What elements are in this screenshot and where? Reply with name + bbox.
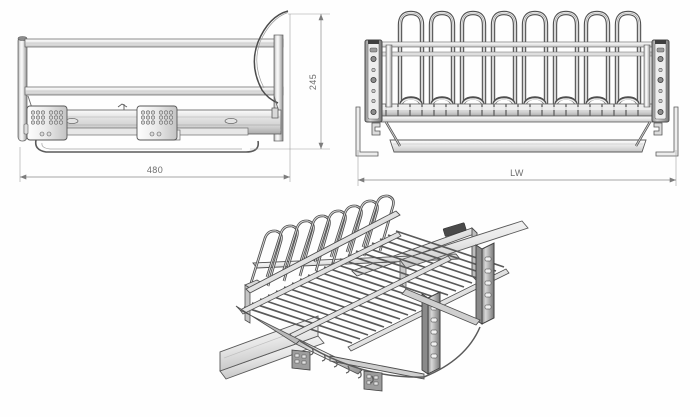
dimension-480: 480 <box>19 14 291 182</box>
front-elevation-view: LW <box>355 10 679 186</box>
front-view-tray-arm-right-hl <box>635 121 651 147</box>
side-view-curved-hook-highlight <box>256 12 289 89</box>
iso-runner-back <box>401 288 481 326</box>
iso-corner-post-back <box>475 242 495 325</box>
front-view-drip-tray <box>389 139 647 153</box>
side-view-rail-slot-2 <box>224 118 238 124</box>
iso-grid-edge-hooks <box>309 347 374 384</box>
side-view-mounting-bracket-left <box>23 105 68 141</box>
front-view-mounting-rail-left <box>364 39 383 123</box>
front-view-mounting-rail-right <box>651 39 670 123</box>
side-view-upper-rail <box>24 38 284 48</box>
front-view-rail-right-holes <box>656 47 665 116</box>
iso-bottom-wire-right <box>423 326 481 378</box>
iso-bottom-wire <box>299 340 425 378</box>
iso-wire-arches <box>249 194 395 287</box>
iso-runner-front <box>329 355 425 380</box>
dimension-lw-label: LW <box>510 168 524 178</box>
iso-mounting-clip-1 <box>291 349 311 371</box>
side-view-base-wire-highlight <box>41 142 242 150</box>
iso-panel-handle-clip <box>442 222 467 237</box>
side-view-base-wire <box>34 139 260 153</box>
side-view-rail-slot-1 <box>65 118 79 124</box>
iso-grid-cross-back <box>239 231 402 315</box>
front-view-rail-left-holes <box>369 47 378 116</box>
side-view-front-post <box>273 34 284 142</box>
side-view-center-clip <box>117 103 128 110</box>
side-elevation-view: 480 245 <box>17 10 330 182</box>
dimension-480-label: 480 <box>147 165 163 175</box>
front-view-inner-post-right <box>643 44 651 108</box>
isometric-view <box>219 194 529 392</box>
iso-arch-base-rail <box>245 210 401 294</box>
iso-side-panel-front-face <box>219 315 319 372</box>
side-view-end-hook <box>271 107 279 119</box>
front-view-inner-post-left <box>385 44 393 108</box>
front-view-bottom-grid <box>377 103 663 123</box>
side-view-mounting-bracket-middle <box>136 105 178 141</box>
dimension-lw: LW <box>357 150 677 186</box>
side-view-curved-hook <box>253 10 289 104</box>
dimension-245-label: 245 <box>308 74 318 90</box>
front-view-tray-arm-left-hl <box>385 121 401 147</box>
iso-corner-post-front <box>421 291 441 375</box>
side-view-mid-rail <box>24 86 284 96</box>
dimension-245: 245 <box>250 13 330 150</box>
